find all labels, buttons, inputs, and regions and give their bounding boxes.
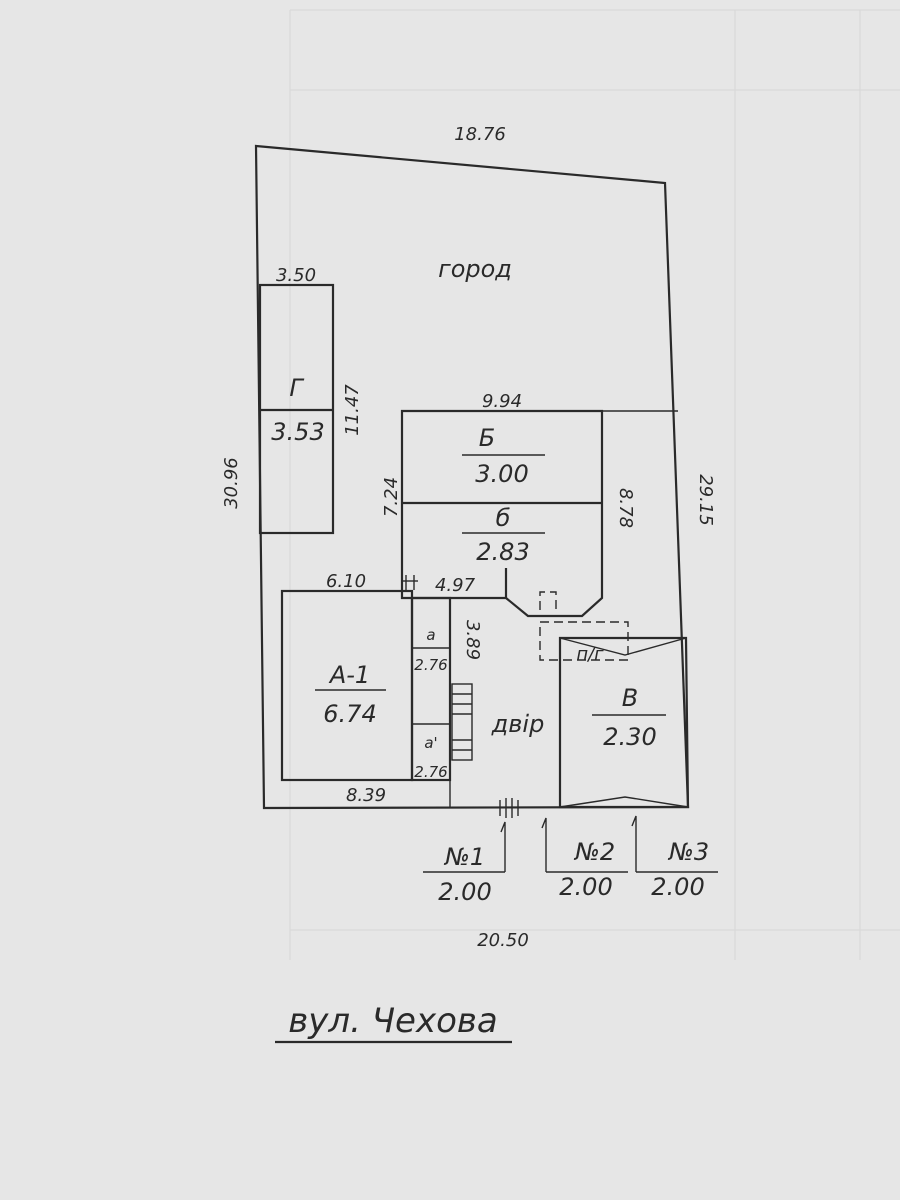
dim-g-top: 3.50: [276, 265, 316, 286]
toilet-dashed: [539, 591, 629, 661]
annex-a-value: 2.76: [414, 656, 447, 674]
building-v-roof: [559, 796, 689, 808]
annex-a-prime-letter: а': [424, 734, 437, 752]
gate-3-value: 2.00: [438, 878, 491, 906]
dim-top-width: 18.76: [454, 124, 506, 145]
gate-1-value: 2.00: [651, 873, 704, 901]
steps: [451, 683, 473, 761]
building-g-letter: Г: [289, 374, 304, 402]
building-v-letter: В: [622, 684, 638, 712]
annex-a-prime-value: 2.76: [414, 763, 447, 781]
building-v-value: 2.30: [603, 723, 656, 751]
dim-b-top: 9.94: [482, 391, 522, 412]
dim-g-side: 11.47: [342, 384, 363, 436]
toilet-label: п/г: [576, 644, 604, 665]
dim-left-length: 30.96: [221, 457, 242, 509]
gate-markers: [423, 798, 718, 873]
dim-a-side: 3.89: [462, 620, 483, 660]
dim-right-length: 29.15: [695, 474, 716, 526]
building-a1-value: 6.74: [323, 700, 376, 728]
garden-label: город: [438, 255, 512, 283]
background-grid: [289, 9, 900, 960]
dim-bottom-width: 20.50: [477, 930, 529, 951]
building-v-top: [559, 637, 687, 656]
dim-b-left: 7.24: [381, 477, 402, 517]
building-b-small-letter: б: [496, 504, 511, 532]
dim-b-right: 8.78: [615, 488, 636, 528]
building-g-value: 3.53: [271, 418, 324, 446]
gate-3-label: №1: [443, 843, 485, 871]
fraction-bars: [315, 454, 666, 716]
annex-a-letter: а: [426, 626, 435, 644]
dim-a1-top: 6.10: [326, 571, 366, 592]
gate-2-label: №2: [573, 838, 615, 866]
dim-a-top: 4.97: [435, 575, 476, 596]
yard-label: двір: [491, 710, 545, 738]
street-name: вул. Чехова: [288, 1001, 498, 1041]
gate-2-value: 2.00: [559, 873, 612, 901]
dim-a1-bottom: 8.39: [346, 785, 386, 806]
building-b-value: 3.00: [475, 460, 528, 488]
gate-1-label: №3: [667, 838, 709, 866]
building-a1-letter: А-1: [328, 661, 370, 689]
building-b-letter: Б: [479, 424, 495, 452]
building-b-small-value: 2.83: [476, 538, 529, 566]
